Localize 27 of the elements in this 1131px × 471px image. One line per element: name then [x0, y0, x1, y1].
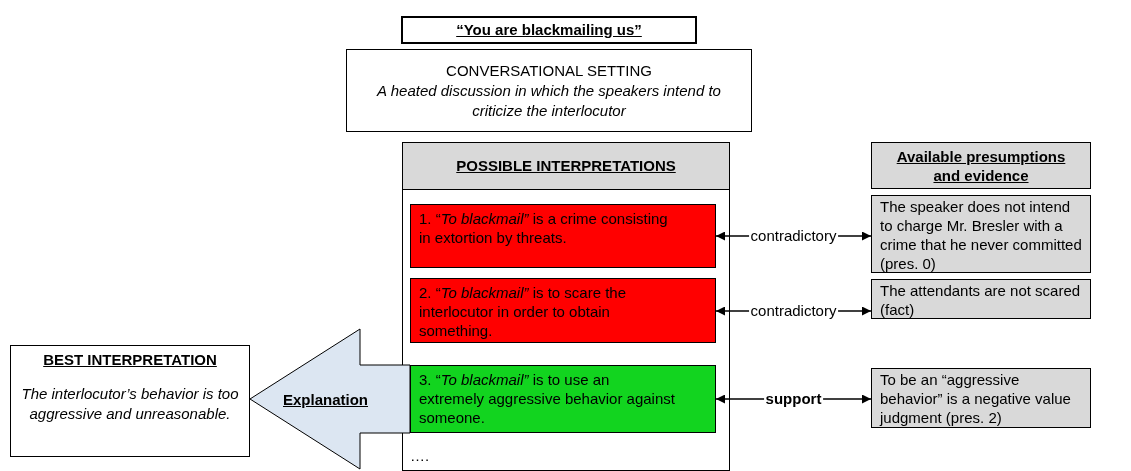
ellipsis-text: ….	[410, 446, 430, 466]
title-text: “You are blackmailing us”	[456, 19, 642, 40]
title-box	[401, 16, 697, 44]
interpretation-box	[410, 365, 716, 433]
interpretation-box	[410, 278, 716, 343]
edge-label: contradictory	[748, 227, 839, 245]
evidence-box	[871, 368, 1091, 428]
evidence-heading: Available presumptions and evidence	[895, 146, 1067, 185]
interpretation-text: 3. “To blackmail” is to use an extremely aggressive behavior against someone.	[419, 370, 676, 427]
edge-label: contradictory	[748, 302, 839, 320]
evidence-text: The attendants are not scared (fact)	[880, 281, 1082, 319]
interpretations-panel	[402, 142, 730, 471]
setting-description: A heated discussion in which the speakers intend to criticize the interlocutor	[375, 80, 722, 121]
evidence-text: The speaker does not intend to charge Mr. Bresler with a crime that he never committed (pres. 0)	[880, 197, 1082, 273]
arrow-label: Explanation	[283, 390, 368, 410]
result-heading: BEST INTERPRETATION	[43, 350, 217, 370]
panel-heading: POSSIBLE INTERPRETATIONS	[456, 155, 676, 176]
result-box	[10, 345, 250, 457]
block-arrow	[249, 328, 411, 470]
result-text: The interlocutor’s behavior is too aggressive and unreasonable.	[20, 384, 240, 424]
evidence-header	[871, 142, 1091, 189]
setting-box	[346, 49, 752, 132]
interpretation-text: 2. “To blackmail” is to scare the interlocutor in order to obtain something.	[419, 283, 628, 340]
interpretation-text: 1. “To blackmail” is a crime consisting in extortion by threats.	[419, 209, 669, 247]
interpretation-box	[410, 204, 716, 268]
evidence-text: To be an “aggressive behavior” is a negative value judgment (pres. 2)	[880, 370, 1072, 427]
setting-heading: CONVERSATIONAL SETTING	[446, 60, 652, 81]
